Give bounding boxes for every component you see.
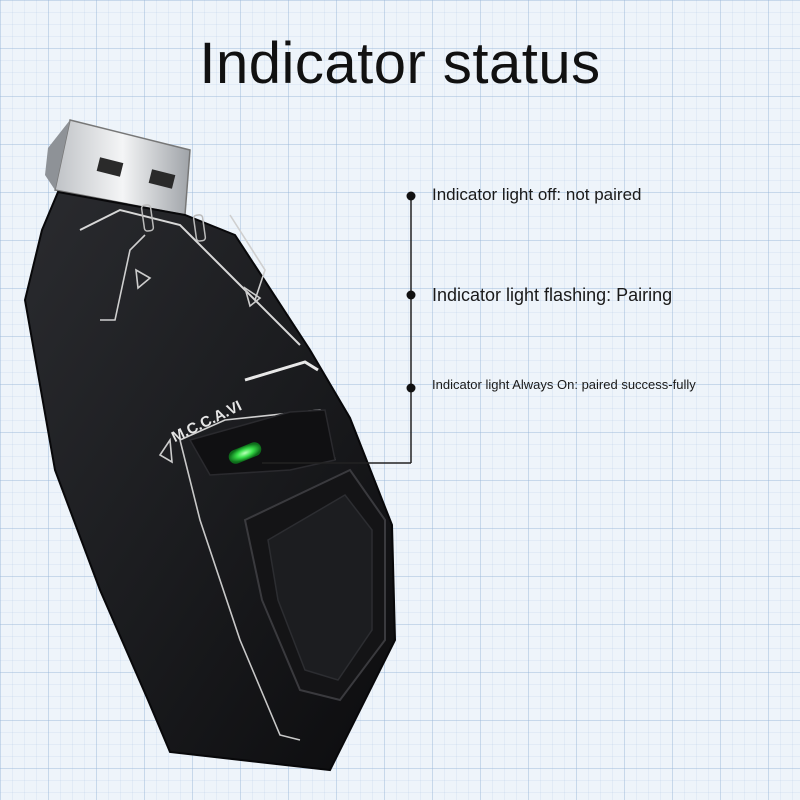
callout-dot <box>406 191 416 201</box>
indicator-led <box>228 442 262 464</box>
callout-connector <box>262 191 416 464</box>
callout-not-paired: Indicator light off: not paired <box>432 185 642 204</box>
callout-dot <box>406 290 416 300</box>
callout-dot <box>406 383 416 393</box>
callout-paired: Indicator light Always On: paired succes… <box>432 377 696 392</box>
page-title: Indicator status <box>199 31 601 96</box>
callout-pairing: Indicator light flashing: Pairing <box>432 285 673 305</box>
